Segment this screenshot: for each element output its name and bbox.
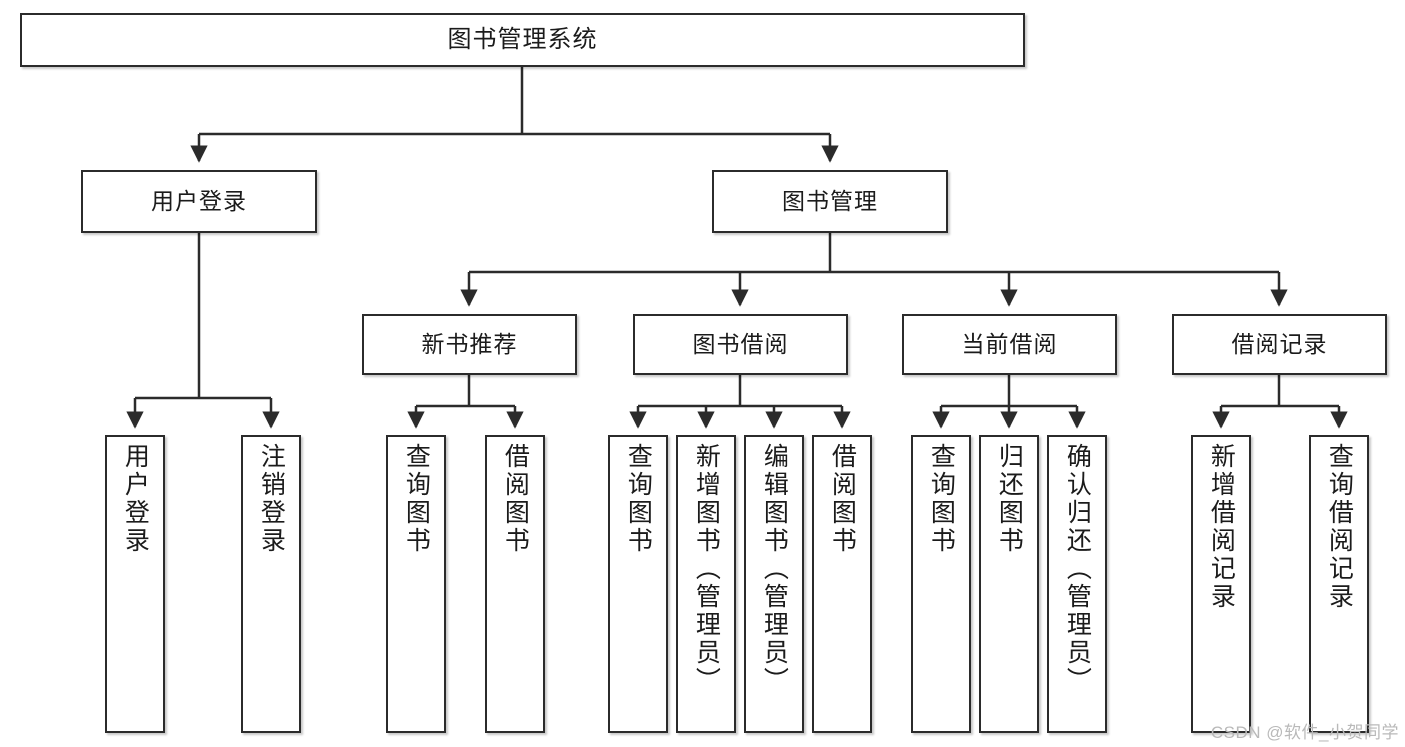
leaf-add-borrow-record[interactable]: 新增借阅记录 — [1191, 435, 1251, 733]
node-user-login[interactable]: 用户登录 — [81, 170, 317, 233]
node-label: 用户登录 — [151, 188, 247, 215]
node-label: 图书管理系统 — [447, 26, 598, 54]
node-book-borrow[interactable]: 图书借阅 — [633, 314, 848, 375]
node-label: 图书管理 — [782, 188, 878, 215]
leaf-query-books-rec[interactable]: 查询图书 — [386, 435, 446, 733]
node-label: 归还图书 — [995, 443, 1024, 555]
leaf-query-books-borrow[interactable]: 查询图书 — [608, 435, 668, 733]
leaf-return-books[interactable]: 归还图书 — [979, 435, 1039, 733]
node-label: 确认归还（管理员） — [1063, 443, 1092, 695]
node-book-management[interactable]: 图书管理 — [712, 170, 948, 233]
node-label: 查询借阅记录 — [1325, 443, 1354, 611]
leaf-edit-book-admin[interactable]: 编辑图书（管理员） — [744, 435, 804, 733]
node-label: 新增借阅记录 — [1207, 443, 1236, 611]
leaf-add-book-admin[interactable]: 新增图书（管理员） — [676, 435, 736, 733]
node-label: 查询图书 — [927, 443, 956, 555]
node-label: 查询图书 — [624, 443, 653, 555]
node-label: 借阅图书 — [501, 443, 530, 555]
node-label: 当前借阅 — [961, 331, 1058, 358]
node-label: 查询图书 — [402, 443, 431, 555]
node-label: 编辑图书（管理员） — [760, 443, 789, 695]
leaf-borrow-books-rec[interactable]: 借阅图书 — [485, 435, 545, 733]
node-root[interactable]: 图书管理系统 — [20, 13, 1025, 67]
node-label: 注销登录 — [257, 443, 286, 555]
leaf-confirm-return-admin[interactable]: 确认归还（管理员） — [1047, 435, 1107, 733]
node-label: 借阅图书 — [828, 443, 857, 555]
node-current-borrow[interactable]: 当前借阅 — [902, 314, 1117, 375]
watermark-text: CSDN @软件_小贺同学 — [1210, 723, 1399, 742]
node-label: 图书借阅 — [692, 331, 789, 358]
leaf-query-books-current[interactable]: 查询图书 — [911, 435, 971, 733]
node-label: 新书推荐 — [421, 331, 518, 358]
node-label: 新增图书（管理员） — [692, 443, 721, 695]
leaf-logout[interactable]: 注销登录 — [241, 435, 301, 733]
leaf-borrow-books[interactable]: 借阅图书 — [812, 435, 872, 733]
node-new-book-recommendation[interactable]: 新书推荐 — [362, 314, 577, 375]
node-label: 用户登录 — [121, 443, 150, 555]
node-borrow-records[interactable]: 借阅记录 — [1172, 314, 1387, 375]
leaf-query-borrow-record[interactable]: 查询借阅记录 — [1309, 435, 1369, 733]
leaf-user-login[interactable]: 用户登录 — [105, 435, 165, 733]
node-label: 借阅记录 — [1231, 331, 1328, 358]
